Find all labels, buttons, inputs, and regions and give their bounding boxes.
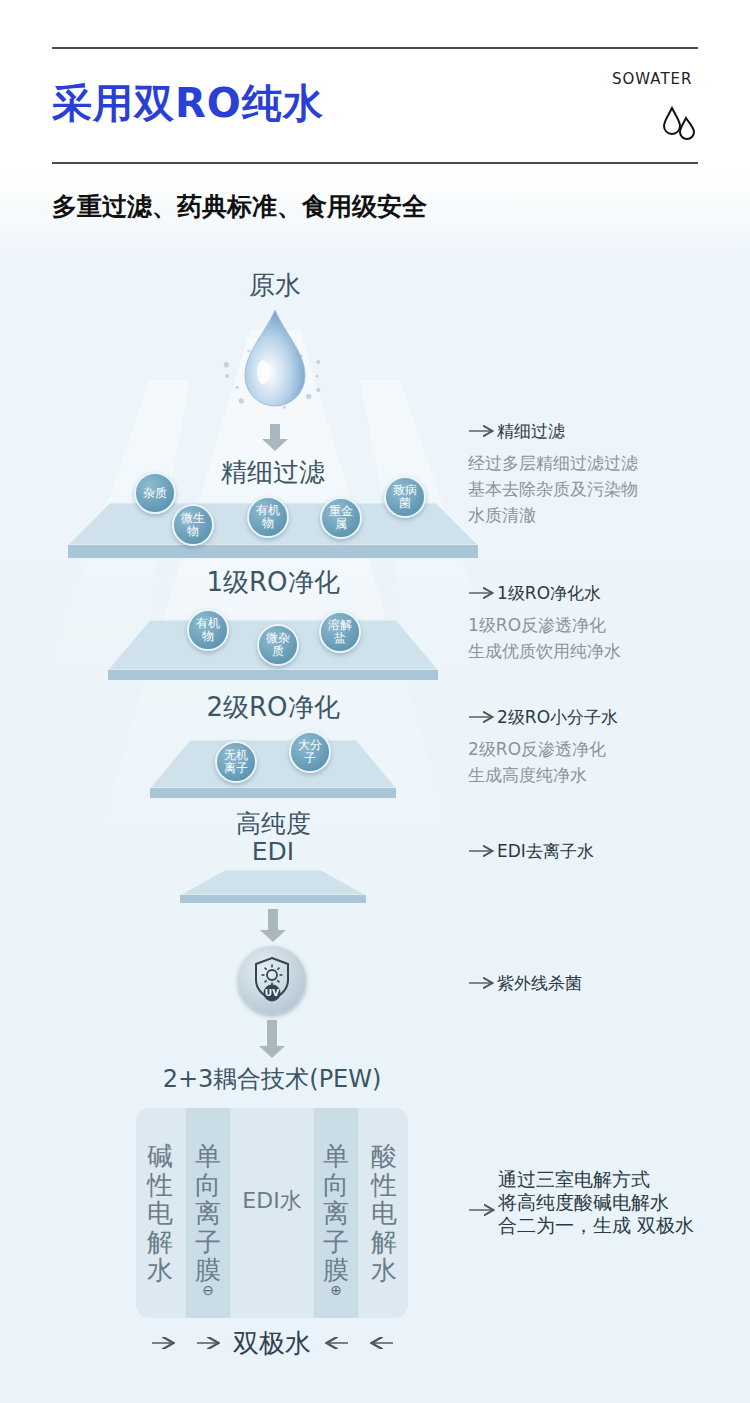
node-text: 单向离子膜 — [323, 1142, 349, 1285]
node-text: 微杂质 — [265, 632, 291, 658]
contaminant-circle: 杂质 — [134, 472, 176, 514]
sun-ray — [262, 974, 265, 976]
sun-ray — [280, 974, 283, 976]
unit-box — [136, 1108, 408, 1318]
layer-top — [108, 620, 438, 670]
node-text: 酸性电解水 — [371, 1142, 397, 1285]
flow-connector — [262, 424, 288, 451]
filter-layer: 2级RO净化无机离子 大分子 — [150, 690, 396, 798]
annotation-text: 1级RO净化水 — [497, 582, 601, 605]
connector-head — [260, 930, 286, 942]
layer-top — [150, 740, 396, 788]
contaminant-circle: 有机物 — [247, 496, 289, 538]
contaminant-circle: 微杂质 — [257, 624, 299, 666]
node-text: 2+3耦合技术(PEW) — [120, 1064, 424, 1094]
node-text: 2级RO净化 — [150, 692, 396, 722]
splash-dot — [316, 360, 320, 364]
layer-front — [108, 670, 438, 680]
splash-dot — [283, 406, 286, 409]
connector-shaft — [270, 424, 280, 439]
layer-front — [180, 895, 366, 903]
splash-dot — [316, 375, 319, 378]
annotation-text: 经过多层精细过滤过滤 基本去除杂质及污染物 水质清澈 — [468, 450, 668, 528]
ion-membrane: 单向离子膜⊕ — [314, 1108, 358, 1318]
layer-front — [150, 788, 396, 798]
filter-layer: 精细过滤杂质微生物有机物重金属致病菌 — [68, 455, 478, 560]
annotation-text: 多重过滤、药典标准、食用级安全 — [52, 190, 427, 223]
flow-connector — [259, 1020, 285, 1058]
node-text: 无机离子 — [223, 749, 249, 775]
connector-shaft — [267, 1020, 277, 1046]
electrolysis-unit: 2+3耦合技术(PEW)碱性电解水EDI水酸性电解水单向离子膜⊖单向离子膜⊕ — [120, 1062, 424, 1320]
splash-dot — [224, 362, 229, 367]
node-text: 1级RO净化 — [108, 567, 438, 597]
annotation-text: 紫外线杀菌 — [497, 972, 582, 995]
uv-sterilizer: UV — [238, 946, 306, 1014]
rule-line — [52, 162, 698, 164]
sun-ray — [271, 965, 273, 968]
ion-membrane: 单向离子膜⊖ — [186, 1108, 230, 1318]
contaminant-circle: 重金属 — [320, 497, 362, 539]
node-text: 有机物 — [255, 504, 281, 530]
drop-highlight — [257, 360, 269, 384]
node-text: 杂质 — [143, 487, 167, 500]
uv-icon — [238, 946, 306, 1014]
sun-ray — [265, 968, 267, 970]
annotation-text: 1级RO反渗透净化 生成优质饮用纯净水 — [468, 612, 668, 664]
contaminant-circle: 致病菌 — [384, 476, 426, 518]
annotation-text: EDI去离子水 — [497, 840, 594, 863]
node-text: UV — [238, 987, 306, 999]
node-text: 原水 — [205, 268, 345, 303]
node-text: 重金属 — [328, 505, 354, 531]
node-text: 微生物 — [180, 512, 206, 538]
splash-dot — [239, 398, 244, 403]
node-text: 溶解盐 — [327, 619, 353, 645]
node-text: 大分子 — [297, 739, 323, 765]
annotation-text: 通过三室电解方式 将高纯度酸碱电解水 合二为一，生成 双极水 — [498, 1168, 703, 1237]
annotation-text: 2级RO反渗透净化 生成高度纯净水 — [468, 736, 668, 788]
splash-dot — [236, 386, 239, 389]
connector-shaft — [268, 909, 278, 930]
rule-line — [52, 47, 698, 49]
node-text: EDI水 — [230, 1186, 314, 1216]
logo-icon — [664, 108, 694, 139]
annotation-text: 2级RO小分子水 — [497, 706, 618, 729]
sun-ray — [265, 980, 267, 982]
node-text: 致病菌 — [392, 484, 418, 510]
connector-head — [259, 1046, 285, 1058]
node-text: 碱性电解水 — [147, 1142, 173, 1285]
splash-dot — [306, 394, 311, 399]
annotation-text: 双极水 — [222, 1326, 322, 1361]
flow-connector — [260, 909, 286, 942]
filter-layer: 高纯度 EDI — [180, 808, 366, 903]
light-beams — [40, 330, 510, 900]
sun — [267, 970, 277, 980]
water-drop: 原水 — [205, 268, 345, 418]
splash-dot — [316, 388, 320, 392]
contaminant-circle: 无机离子 — [215, 741, 257, 783]
contaminant-circle: 溶解盐 — [319, 611, 361, 653]
node-text: 有机物 — [195, 617, 221, 643]
sun-ray — [277, 980, 279, 982]
contaminant-circle: 有机物 — [187, 609, 229, 651]
drop-shape — [245, 310, 305, 406]
page-title: 采用双RO纯水 — [52, 76, 324, 131]
node-text: 高纯度 EDI — [223, 810, 323, 866]
layer-front — [68, 545, 478, 558]
node-text: ⊕ — [314, 1282, 358, 1298]
node-text: ⊖ — [186, 1282, 230, 1298]
splash-dot — [247, 349, 250, 352]
node-text: 单向离子膜 — [195, 1142, 221, 1285]
annotation-text: 精细过滤 — [497, 420, 565, 443]
contaminant-circle: 大分子 — [289, 731, 331, 773]
annotation-text: SOWATER — [612, 70, 693, 88]
contaminant-circle: 微生物 — [172, 504, 214, 546]
splash-dot — [225, 374, 229, 378]
filter-layer: 1级RO净化有机物微杂质 溶解盐 — [108, 565, 438, 680]
connector-head — [262, 439, 288, 451]
layer-top — [180, 870, 366, 895]
sun-ray — [277, 968, 279, 970]
